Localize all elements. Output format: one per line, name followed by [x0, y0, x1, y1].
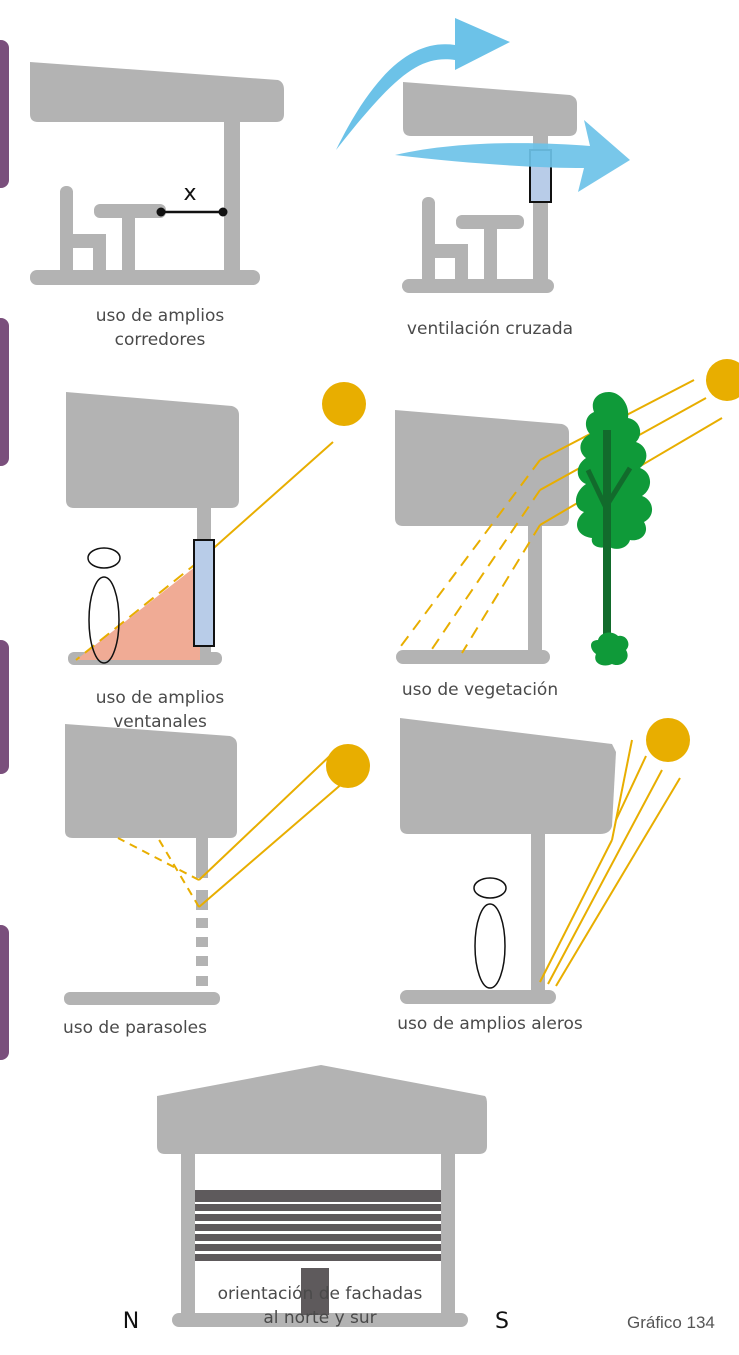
sun-ray — [197, 441, 334, 563]
table-leg — [122, 216, 135, 276]
column-segment — [196, 937, 208, 947]
label-orientation-line: orientación de fachadas — [217, 1284, 423, 1304]
panel-orientation: N S — [123, 1065, 509, 1334]
tree-icon — [575, 392, 653, 666]
sun-ray-dashed — [429, 489, 541, 653]
floor-slab — [172, 1313, 468, 1327]
sun-icon — [326, 744, 370, 788]
roof — [66, 392, 239, 508]
column — [224, 120, 240, 278]
sun-ray-dashed — [461, 524, 541, 654]
panel-cross-ventilation — [336, 18, 630, 293]
side-tab — [0, 640, 9, 774]
sun-icon — [646, 718, 690, 762]
table-leg — [484, 227, 497, 287]
person-head — [473, 877, 507, 899]
panel-windows — [66, 382, 366, 665]
sun-ray — [615, 755, 647, 821]
column-segment — [196, 890, 208, 910]
column — [181, 1152, 195, 1320]
label-sunshades: uso de parasoles — [62, 1018, 207, 1038]
north-label: N — [123, 1309, 139, 1334]
roof — [65, 724, 237, 838]
dimension-end — [218, 207, 228, 217]
panel-corridors: x — [30, 62, 284, 285]
panel-vegetation — [395, 359, 739, 666]
chair-leg — [93, 234, 106, 276]
dimension-end — [156, 207, 166, 217]
floor-slab — [400, 990, 556, 1004]
column-segment — [196, 838, 208, 878]
figure-caption: Gráfico 134 — [627, 1313, 715, 1332]
wind-arrow-lower — [395, 120, 630, 192]
column — [441, 1152, 455, 1320]
column-segment — [196, 976, 208, 986]
window-glass — [193, 539, 215, 647]
side-tab — [0, 40, 9, 188]
sun-ray-dashed — [157, 837, 200, 908]
sun-ray — [539, 839, 613, 983]
chair-leg — [455, 244, 468, 286]
dimension-label: x — [183, 181, 196, 206]
roof — [395, 410, 569, 526]
louvers — [195, 1190, 441, 1261]
column-segment — [196, 918, 208, 928]
sun-icon — [322, 382, 366, 426]
sun-ray — [198, 781, 345, 908]
chair-back — [60, 186, 73, 276]
door — [301, 1268, 329, 1315]
person-body — [474, 903, 506, 989]
roof — [400, 718, 616, 834]
sun-patch — [76, 563, 200, 660]
panel-sunshades — [64, 724, 370, 1005]
floor-slab — [64, 992, 220, 1005]
sun-ray-dashed — [75, 561, 199, 661]
panel-eaves — [400, 718, 690, 1004]
table-top — [94, 204, 166, 218]
side-tab — [0, 925, 9, 1060]
chair-back — [422, 197, 435, 287]
sun-ray — [555, 777, 681, 987]
sun-ray — [611, 739, 633, 841]
side-tab — [0, 318, 9, 466]
column — [528, 524, 542, 654]
floor-slab — [396, 650, 550, 664]
column-segment — [196, 956, 208, 966]
south-label: S — [495, 1309, 509, 1334]
column — [531, 832, 545, 996]
table-top — [456, 215, 524, 229]
sun-ray — [198, 751, 335, 881]
person-head — [87, 547, 121, 569]
floor-slab — [30, 270, 260, 285]
wind-arrow-upper — [336, 18, 510, 150]
roof — [157, 1065, 487, 1154]
sun-ray — [547, 769, 663, 985]
label-cross-ventilation: ventilación cruzada — [406, 319, 574, 339]
floor-slab — [402, 279, 554, 293]
label-eaves: uso de amplios aleros — [397, 1014, 583, 1034]
sun-icon — [706, 359, 739, 401]
label-orientation-line: al norte y sur — [263, 1308, 377, 1328]
person-body — [88, 576, 120, 664]
roof — [30, 62, 284, 122]
label-orientation-final: orientación de fachadas al norte y sur — [170, 1282, 470, 1330]
roof — [403, 82, 577, 136]
sun-ray-dashed — [117, 837, 200, 881]
label-vegetation: uso de vegetación — [401, 680, 559, 700]
